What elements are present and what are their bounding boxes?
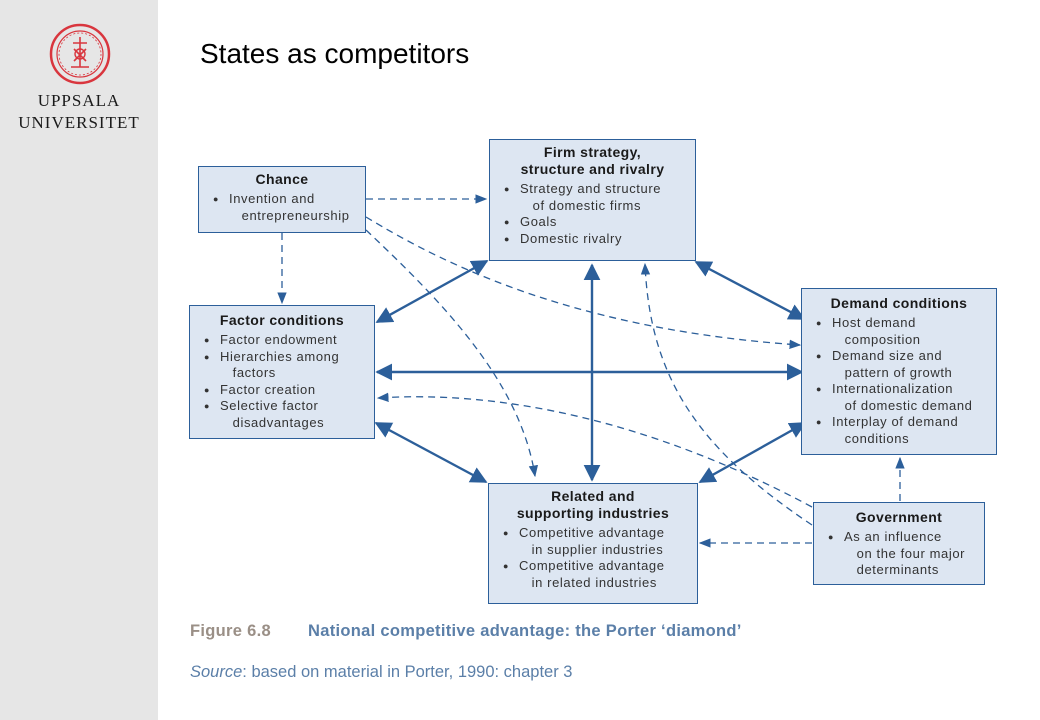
- demand-conditions-item: Internationalization of domestic demand: [816, 381, 996, 414]
- dashed-chance-related: [365, 229, 538, 478]
- demand-conditions-item: Demand size and pattern of growth: [816, 348, 996, 381]
- related-industries-item: Competitive advantage in related industr…: [503, 558, 697, 591]
- university-name: UPPSALA UNIVERSITET: [0, 90, 158, 134]
- government-item: As an influence on the four major determ…: [828, 529, 984, 579]
- demand-conditions-list: Host demand composition Demand size and …: [802, 315, 996, 447]
- source-label: Source: [190, 663, 243, 681]
- firm-strategy-item: Goals: [504, 214, 695, 231]
- dashed-government-factor: [376, 392, 813, 508]
- related-industries-item: Competitive advantage in supplier indust…: [503, 525, 697, 558]
- demand-conditions-item: Host demand composition: [816, 315, 996, 348]
- figure-source: Source: based on material in Porter, 199…: [190, 663, 572, 682]
- arrow-firm-demand: [694, 260, 806, 321]
- government-title: Government: [855, 509, 943, 525]
- chance-item: Invention and entrepreneurship: [213, 191, 365, 224]
- firm-strategy-title: Firm strategy, structure and rivalry: [490, 140, 695, 178]
- figure-caption: Figure 6.8 National competitive advantage…: [190, 622, 742, 641]
- government-box: Government As an influence on the four m…: [813, 502, 985, 585]
- demand-conditions-item: Interplay of demand conditions: [816, 414, 996, 447]
- related-industries-list: Competitive advantage in supplier indust…: [489, 525, 697, 591]
- factor-conditions-title: Factor conditions: [219, 312, 345, 328]
- government-list: As an influence on the four major determ…: [814, 529, 984, 579]
- firm-strategy-item: Strategy and structure of domestic firms: [504, 181, 695, 214]
- demand-conditions-title: Demand conditions: [830, 295, 968, 311]
- arrow-firm-factor: [375, 259, 489, 324]
- dashed-chance-demand: [365, 216, 802, 349]
- factor-conditions-item: Hierarchies among factors: [204, 349, 374, 382]
- chance-title: Chance: [255, 171, 309, 187]
- factor-conditions-item: Selective factor disadvantages: [204, 398, 374, 431]
- chance-list: Invention and entrepreneurship: [199, 191, 365, 224]
- dashed-government-firm: [640, 262, 813, 526]
- arrow-demand-related: [698, 421, 807, 484]
- firm-strategy-box: Firm strategy, structure and rivalry Str…: [489, 139, 696, 261]
- solid-double-arrows: [374, 259, 807, 484]
- chance-box: Chance Invention and entrepreneurship: [198, 166, 366, 233]
- related-industries-title-line1: Related and: [551, 488, 635, 504]
- related-industries-title-line2: supporting industries: [516, 505, 670, 521]
- firm-strategy-title-line2: structure and rivalry: [520, 161, 665, 177]
- factor-conditions-item: Factor endowment: [204, 332, 374, 349]
- firm-strategy-title-line1: Firm strategy,: [543, 144, 642, 160]
- sidebar: UPPSALA UNIVERSITET: [0, 0, 158, 720]
- figure-label: Figure 6.8: [190, 622, 271, 640]
- related-industries-box: Related and supporting industries Compet…: [488, 483, 698, 604]
- dashed-arrows: [277, 194, 905, 548]
- related-industries-title: Related and supporting industries: [489, 484, 697, 522]
- factor-conditions-item: Factor creation: [204, 382, 374, 399]
- demand-conditions-box: Demand conditions Host demand compositio…: [801, 288, 997, 455]
- arrow-factor-related: [374, 421, 488, 484]
- source-text: : based on material in Porter, 1990: cha…: [242, 663, 573, 681]
- university-seal-logo: [49, 23, 111, 85]
- university-name-line2: UNIVERSITET: [18, 113, 140, 132]
- factor-conditions-box: Factor conditions Factor endowment Hiera…: [189, 305, 375, 439]
- university-name-line1: UPPSALA: [37, 91, 121, 110]
- slide-title: States as competitors: [200, 38, 470, 69]
- firm-strategy-item: Domestic rivalry: [504, 231, 695, 248]
- factor-conditions-list: Factor endowment Hierarchies among facto…: [190, 332, 374, 431]
- figure-title: National competitive advantage: the Port…: [308, 622, 742, 640]
- firm-strategy-list: Strategy and structure of domestic firms…: [490, 181, 695, 247]
